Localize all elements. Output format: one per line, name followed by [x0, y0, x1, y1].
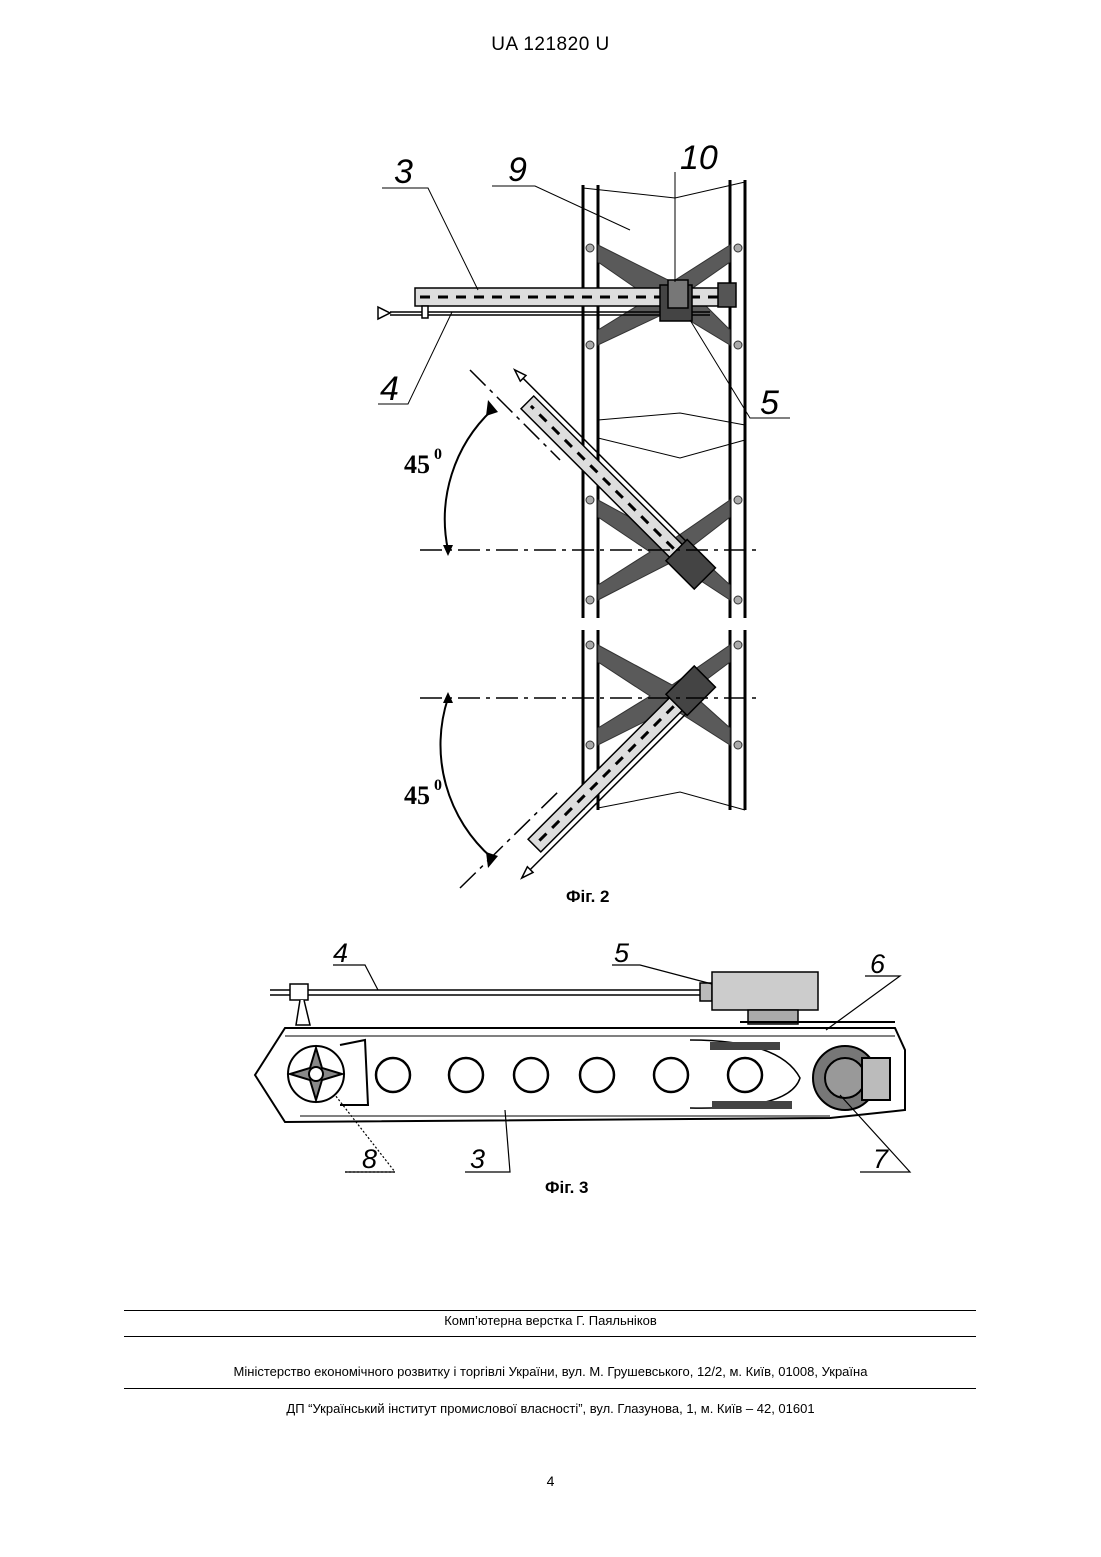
angle-bottom: 45: [404, 781, 430, 810]
fig3-label-5: 5: [614, 938, 630, 968]
fig3-label-8: 8: [362, 1144, 377, 1174]
fig3-label-7: 7: [873, 1144, 889, 1174]
ministry-address: Міністерство економічного розвитку і тор…: [0, 1364, 1101, 1379]
institute-address: ДП “Український інститут промислової вла…: [0, 1401, 1101, 1416]
fig3-label-4: 4: [333, 938, 348, 968]
label-10: 10: [680, 139, 718, 177]
figure-2-drawing: 3 9 10 4 5 45 0 45 0 Фіг. 2: [0, 0, 1101, 920]
layout-credit: Комп’ютерна верстка Г. Паяльніков: [0, 1313, 1101, 1328]
fig3-label-6: 6: [870, 949, 886, 979]
footer-rule-bottom: [124, 1388, 976, 1389]
figure-3-caption: Фіг. 3: [545, 1178, 589, 1197]
label-4: 4: [380, 370, 399, 408]
footer-rule-top: [124, 1310, 976, 1311]
angle-top-degree: 0: [434, 446, 442, 463]
figure-2-caption: Фіг. 2: [566, 887, 610, 906]
page-number: 4: [0, 1473, 1101, 1489]
label-9: 9: [508, 151, 527, 189]
angle-top: 45: [404, 450, 430, 479]
angle-bottom-degree: 0: [434, 777, 442, 794]
label-3: 3: [394, 153, 413, 191]
fig3-label-3: 3: [470, 1144, 485, 1174]
footer-rule-middle: [124, 1336, 976, 1337]
label-5: 5: [760, 384, 779, 422]
